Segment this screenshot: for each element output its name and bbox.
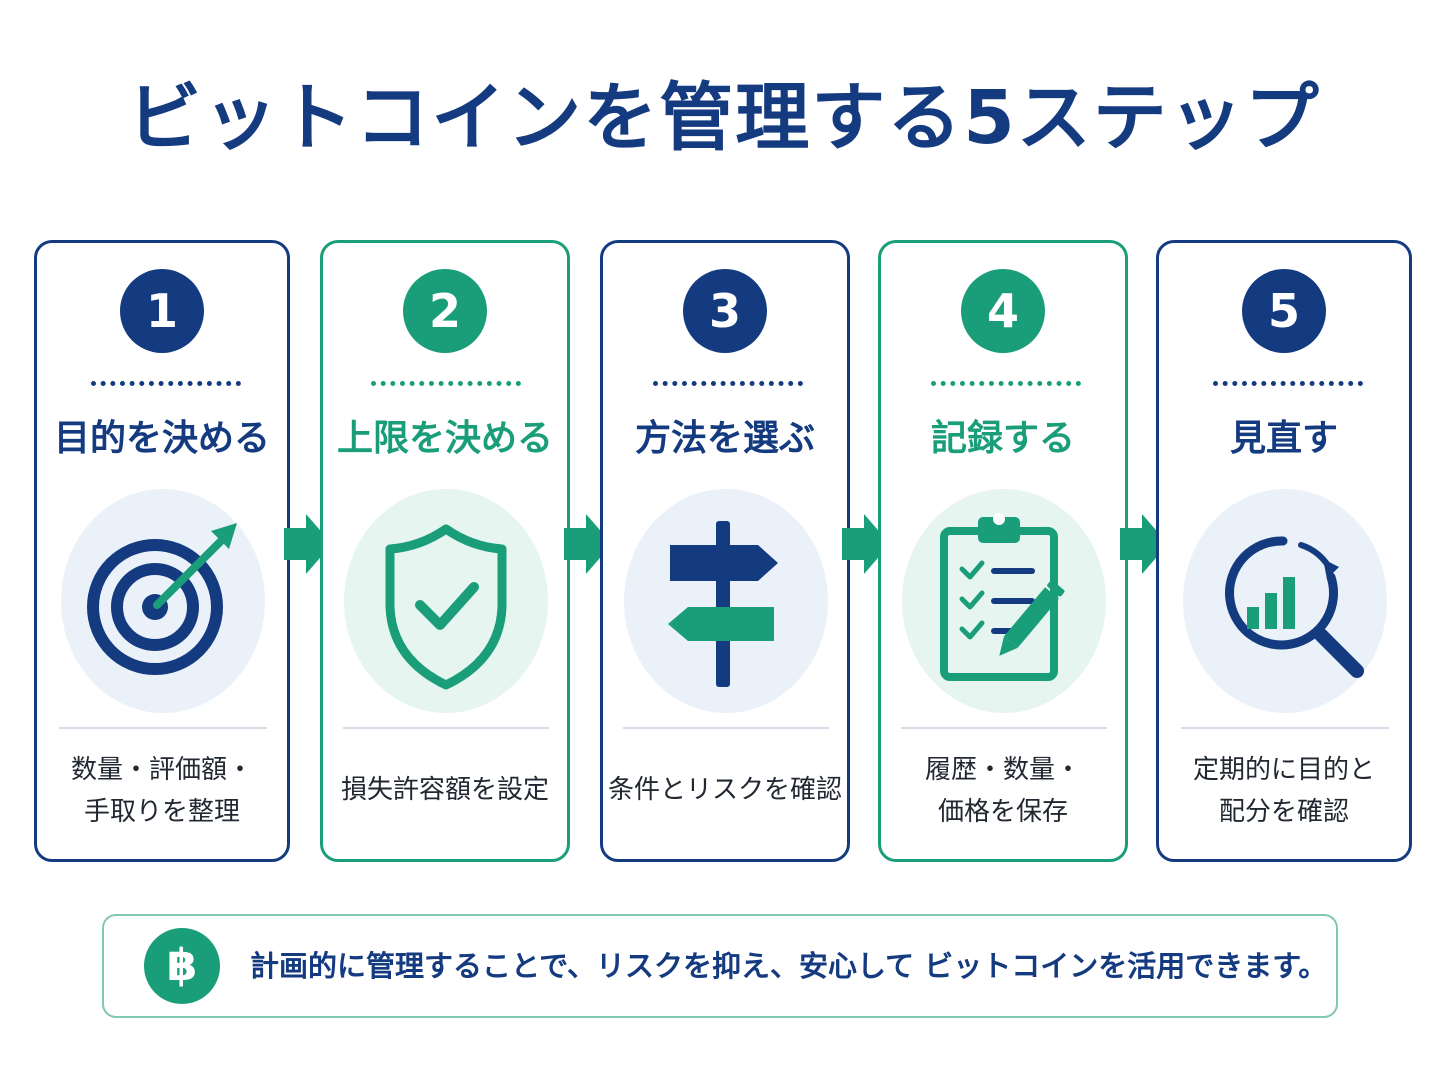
dotted-divider bbox=[91, 381, 241, 392]
step-desc-4-line-2: 価格を保存 bbox=[937, 797, 1068, 827]
target-icon bbox=[87, 523, 237, 675]
step-heading-5: 見直す bbox=[1229, 418, 1338, 459]
step-card-5: 5 見直す 定期的に目的と 配分を確認 bbox=[1156, 240, 1412, 862]
step-desc-5-line-1: 定期的に目的と bbox=[1192, 755, 1375, 785]
card-divider bbox=[59, 727, 267, 729]
step-number-5: 5 bbox=[1242, 269, 1326, 353]
step-desc-1-line-2: 手取りを整理 bbox=[83, 797, 240, 827]
step-card-3: 3 方法を選ぶ 条件とリスクを確認 bbox=[600, 240, 850, 862]
step-desc-2-line-1: 損失許容額を設定 bbox=[340, 775, 549, 805]
icon-circle bbox=[61, 489, 265, 713]
card-divider bbox=[623, 727, 829, 729]
step-heading-3: 方法を選ぶ bbox=[634, 418, 815, 459]
summary-text: 計画的に管理することで、リスクを抑え、安心して ビットコインを活用できます。 bbox=[250, 949, 1328, 983]
dotted-divider bbox=[653, 381, 803, 392]
dotted-divider bbox=[1213, 381, 1363, 392]
step-number-2: 2 bbox=[403, 269, 487, 353]
arrow-right-icon bbox=[1120, 514, 1168, 574]
step-desc-1-line-1: 数量・評価額・ bbox=[70, 755, 253, 785]
dotted-divider bbox=[931, 381, 1081, 392]
magnifier-chart-icon bbox=[1225, 536, 1364, 678]
icon-circle bbox=[624, 489, 828, 713]
step-number-1: 1 bbox=[120, 269, 204, 353]
step-heading-4: 記録する bbox=[930, 418, 1075, 459]
step-heading-1: 目的を決める bbox=[53, 418, 270, 459]
step-desc-4-line-1: 履歴・数量・ bbox=[924, 755, 1081, 785]
icon-circle bbox=[344, 489, 548, 713]
icon-circle bbox=[902, 489, 1106, 713]
summary-banner: ฿ 計画的に管理することで、リスクを抑え、安心して ビットコインを活用できます。 bbox=[102, 914, 1338, 1018]
dotted-divider bbox=[371, 381, 521, 392]
step-number-4: 4 bbox=[961, 269, 1045, 353]
clipboard-checklist-icon bbox=[940, 513, 1065, 681]
shield-check-icon bbox=[385, 524, 507, 690]
arrow-right-icon bbox=[564, 514, 612, 574]
arrow-right-icon bbox=[842, 514, 890, 574]
step-desc-5-line-2: 配分を確認 bbox=[1218, 797, 1349, 827]
step-card-2: 2 上限を決める 損失許容額を設定 bbox=[320, 240, 570, 862]
card-divider bbox=[1181, 727, 1389, 729]
step-card-4: 4 記録する 履歴・数量・ 価格を保存 bbox=[878, 240, 1128, 862]
step-desc-3-line-1: 条件とリスクを確認 bbox=[607, 775, 842, 805]
signpost-icon bbox=[668, 521, 778, 687]
step-card-1: 1 目的を決める 数量・評価額・ 手取りを整理 bbox=[34, 240, 290, 862]
step-number-3: 3 bbox=[683, 269, 767, 353]
step-heading-2: 上限を決める bbox=[336, 418, 553, 459]
card-divider bbox=[901, 727, 1107, 729]
arrow-right-icon bbox=[284, 514, 332, 574]
card-divider bbox=[343, 727, 549, 729]
icon-circle bbox=[1183, 489, 1387, 713]
page-title: ビットコインを管理する5ステップ bbox=[127, 75, 1321, 161]
bitcoin-icon: ฿ bbox=[144, 928, 220, 1004]
